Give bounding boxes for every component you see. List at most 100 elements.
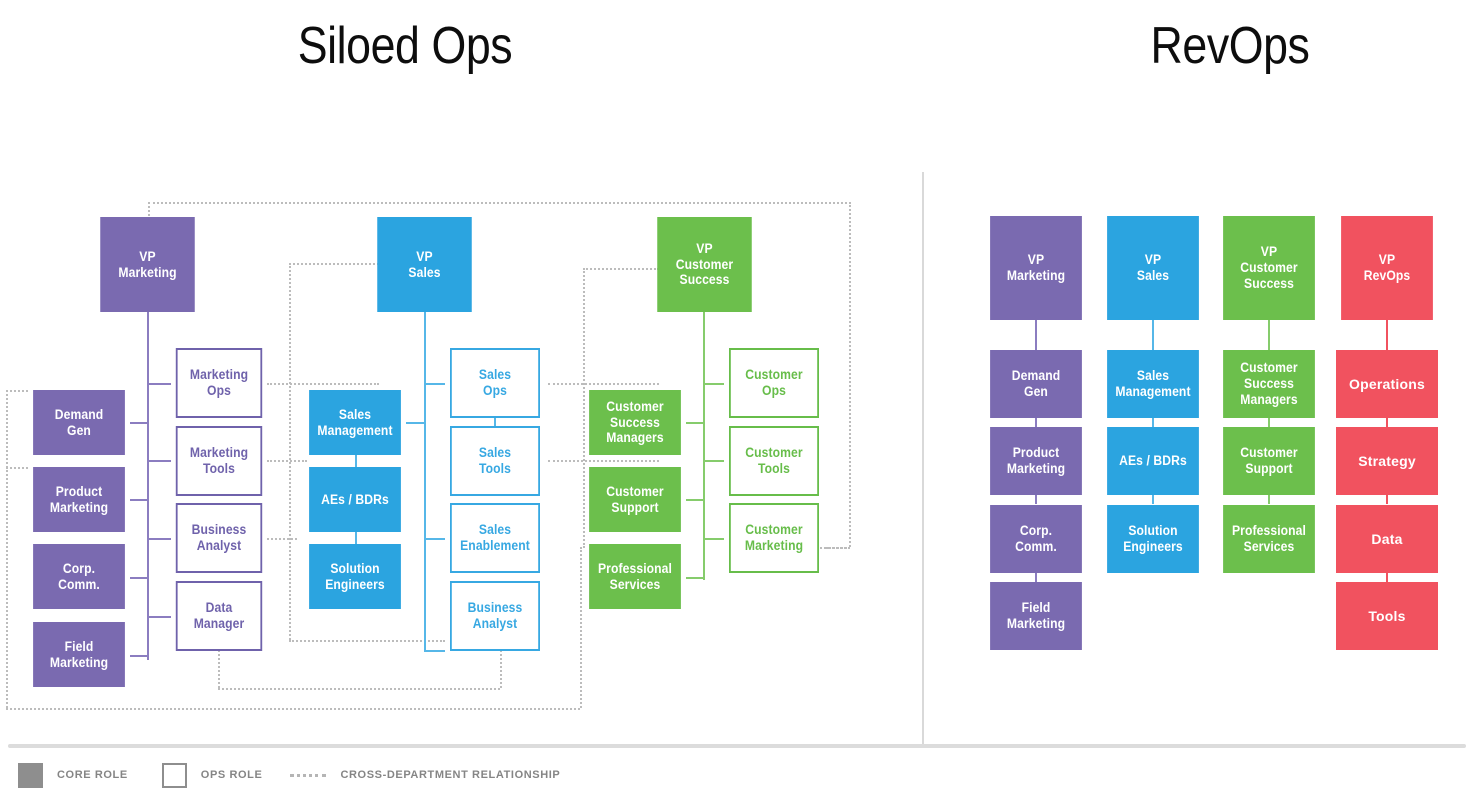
revops-connector-col3-a xyxy=(1268,418,1270,427)
revops-connector-col2-b xyxy=(1152,495,1154,504)
page-title-siloed-ops: Siloed Ops xyxy=(297,17,513,75)
cross-dept-line-left-edge xyxy=(6,390,8,708)
siloed-sales-ops-1[interactable]: Sales Tools xyxy=(450,426,540,496)
revops-connector-col1-c xyxy=(1035,573,1037,582)
siloed-marketing-vp[interactable]: VP Marketing xyxy=(100,217,195,312)
cross-dept-line-left-productmkt xyxy=(6,467,28,469)
cross-dept-line-salesops-to-cs xyxy=(548,383,659,385)
connector-marketing-ops-4 xyxy=(147,616,171,618)
revops-col1-item-1[interactable]: AEs / BDRs xyxy=(1107,427,1199,495)
siloed-sales-ops-0[interactable]: Sales Ops xyxy=(450,348,540,418)
connector-cs-vp-spine xyxy=(703,312,705,580)
revops-col3-item-0[interactable]: Operations xyxy=(1336,350,1438,418)
revops-col3-item-1[interactable]: Strategy xyxy=(1336,427,1438,495)
legend-cross-department-label: CROSS-DEPARTMENT RELATIONSHIP xyxy=(340,769,561,781)
cross-dept-line-mkttools-to-sales xyxy=(267,460,307,462)
siloed-marketing-core-0[interactable]: Demand Gen xyxy=(33,390,125,455)
revops-connector-col1-a xyxy=(1035,418,1037,427)
legend: CORE ROLE OPS ROLE CROSS-DEPARTMENT RELA… xyxy=(18,762,560,788)
cross-dept-line-datamgr-run xyxy=(218,688,500,690)
siloed-marketing-core-1[interactable]: Product Marketing xyxy=(33,467,125,532)
connector-sales-ops-4 xyxy=(424,650,445,652)
cross-dept-line-bottom-right-rise xyxy=(580,547,582,708)
revops-col3-item-2[interactable]: Data xyxy=(1336,505,1438,573)
connector-cs-core-1 xyxy=(686,422,704,424)
siloed-sales-core-0[interactable]: Sales Management xyxy=(309,390,401,455)
cross-dept-line-ba-stub xyxy=(267,538,297,540)
cross-dept-line-custmkt-right xyxy=(826,547,850,549)
connector-sales-ops-1 xyxy=(424,383,445,385)
revops-connector-col2-vp xyxy=(1152,320,1154,350)
cross-dept-line-datamgr-drop xyxy=(218,650,220,688)
legend-core-role-swatch xyxy=(18,762,43,788)
revops-col2-item-2[interactable]: Professional Services xyxy=(1223,505,1315,573)
connector-marketing-ops-1 xyxy=(147,383,171,385)
revops-col3-vp[interactable]: VP RevOps xyxy=(1341,216,1433,320)
connector-marketing-ops-2 xyxy=(147,460,171,462)
revops-col0-item-0[interactable]: Demand Gen xyxy=(990,350,1082,418)
revops-connector-col1-b xyxy=(1035,495,1037,504)
cross-dept-line-ba-sales-rise xyxy=(500,650,502,688)
siloed-cs-vp[interactable]: VP Customer Success xyxy=(657,217,752,312)
revops-col2-item-1[interactable]: Customer Support xyxy=(1223,427,1315,495)
revops-col1-item-0[interactable]: Sales Management xyxy=(1107,350,1199,418)
siloed-cs-ops-0[interactable]: Customer Ops xyxy=(729,348,819,418)
vertical-divider xyxy=(922,172,924,746)
connector-cs-ops-3 xyxy=(703,538,724,540)
legend-divider-rule xyxy=(8,744,1466,748)
revops-connector-col4-b xyxy=(1386,495,1388,504)
siloed-marketing-core-3[interactable]: Field Marketing xyxy=(33,622,125,687)
siloed-cs-core-0[interactable]: Customer Success Managers xyxy=(589,390,681,455)
cross-dept-line-cs-top xyxy=(583,268,659,270)
siloed-cs-core-2[interactable]: Professional Services xyxy=(589,544,681,609)
siloed-sales-core-1[interactable]: AEs / BDRs xyxy=(309,467,401,532)
revops-connector-col4-vp xyxy=(1386,320,1388,350)
connector-marketing-core-2 xyxy=(130,499,147,501)
page-title-revops: RevOps xyxy=(1150,17,1310,75)
cross-dept-line-salestools-to-cs xyxy=(548,460,659,462)
siloed-cs-ops-1[interactable]: Customer Tools xyxy=(729,426,819,496)
legend-ops-role-swatch xyxy=(161,762,187,788)
siloed-marketing-core-2[interactable]: Corp. Comm. xyxy=(33,544,125,609)
revops-col1-item-2[interactable]: Solution Engineers xyxy=(1107,505,1199,573)
revops-connector-col1-vp xyxy=(1035,320,1037,350)
siloed-cs-ops-2[interactable]: Customer Marketing xyxy=(729,503,819,573)
siloed-marketing-ops-0[interactable]: Marketing Ops xyxy=(175,348,263,418)
siloed-sales-vp[interactable]: VP Sales xyxy=(377,217,472,312)
connector-marketing-ops-3 xyxy=(147,538,171,540)
revops-col2-item-0[interactable]: Customer Success Managers xyxy=(1223,350,1315,418)
revops-connector-col3-b xyxy=(1268,495,1270,504)
revops-col0-vp[interactable]: VP Marketing xyxy=(990,216,1082,320)
siloed-sales-ops-2[interactable]: Sales Enablement xyxy=(450,503,540,573)
cross-dept-line-top xyxy=(148,202,851,204)
connector-marketing-core-1 xyxy=(130,422,147,424)
legend-cross-department-swatch xyxy=(290,773,327,777)
revops-connector-col4-a xyxy=(1386,418,1388,427)
cross-dept-line-sales-top xyxy=(289,263,379,265)
revops-col3-item-3[interactable]: Tools xyxy=(1336,582,1438,650)
revops-col0-item-1[interactable]: Product Marketing xyxy=(990,427,1082,495)
revops-col0-item-2[interactable]: Corp. Comm. xyxy=(990,505,1082,573)
siloed-cs-core-1[interactable]: Customer Support xyxy=(589,467,681,532)
siloed-marketing-ops-1[interactable]: Marketing Tools xyxy=(175,426,263,496)
legend-core-role-label: CORE ROLE xyxy=(57,769,128,781)
revops-connector-col4-c xyxy=(1386,573,1388,582)
siloed-sales-core-2[interactable]: Solution Engineers xyxy=(309,544,401,609)
cross-dept-line-right-edge xyxy=(849,202,851,547)
connector-sales-ops-1-2 xyxy=(494,418,496,428)
connector-cs-ops-1 xyxy=(703,383,724,385)
siloed-marketing-ops-3[interactable]: Data Manager xyxy=(175,581,263,651)
cross-dept-line-cs-left xyxy=(583,268,585,548)
siloed-marketing-ops-2[interactable]: Business Analyst xyxy=(175,503,263,573)
cross-dept-line-sales-bottom xyxy=(289,640,445,642)
revops-col0-item-3[interactable]: Field Marketing xyxy=(990,582,1082,650)
connector-marketing-core-4 xyxy=(130,655,147,657)
siloed-sales-ops-3[interactable]: Business Analyst xyxy=(450,581,540,651)
revops-col2-vp[interactable]: VP Customer Success xyxy=(1223,216,1315,320)
connector-cs-core-3 xyxy=(686,577,704,579)
connector-cs-ops-2 xyxy=(703,460,724,462)
revops-col1-vp[interactable]: VP Sales xyxy=(1107,216,1199,320)
connector-marketing-vp-spine xyxy=(147,312,149,660)
cross-dept-line-sales-left xyxy=(289,263,291,640)
